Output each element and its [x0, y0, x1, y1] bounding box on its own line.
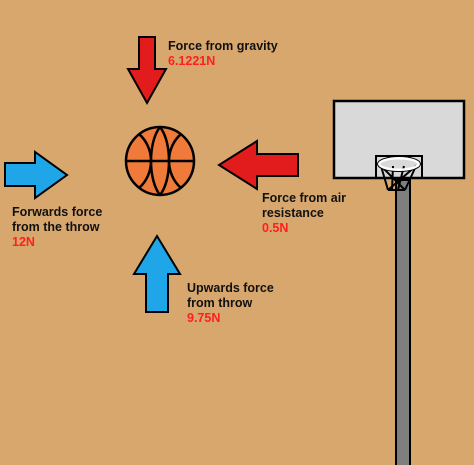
backboard	[332, 99, 466, 180]
forward-force-arrow	[4, 150, 69, 200]
upward-force-arrow	[132, 234, 182, 313]
forward-force-label: Forwards force from the throw 12N	[12, 205, 102, 250]
upward-force-value: 9.75N	[187, 311, 221, 325]
hoop-rim	[377, 156, 421, 172]
upward-force-label: Upwards force from throw 9.75N	[187, 281, 274, 326]
air-resistance-arrow	[217, 139, 299, 191]
forward-force-value: 12N	[12, 235, 35, 249]
gravity-arrow	[126, 36, 168, 106]
basketball-icon	[124, 125, 196, 197]
upward-force-name: Upwards force from throw	[187, 281, 274, 310]
hoop-net	[380, 165, 417, 191]
basketball-hoop-icon	[332, 99, 466, 465]
air-resistance-force-value: 0.5N	[262, 221, 289, 235]
air-resistance-force-name: Force from air resistance	[262, 191, 347, 220]
forward-force-name: Forwards force from the throw	[12, 205, 103, 234]
gravity-force-name: Force from gravity	[168, 39, 278, 53]
gravity-label: Force from gravity 6.1221N	[168, 39, 278, 69]
air-resistance-label: Force from air resistance 0.5N	[262, 191, 346, 236]
hoop-pole	[395, 179, 411, 465]
gravity-force-value: 6.1221N	[168, 54, 216, 68]
